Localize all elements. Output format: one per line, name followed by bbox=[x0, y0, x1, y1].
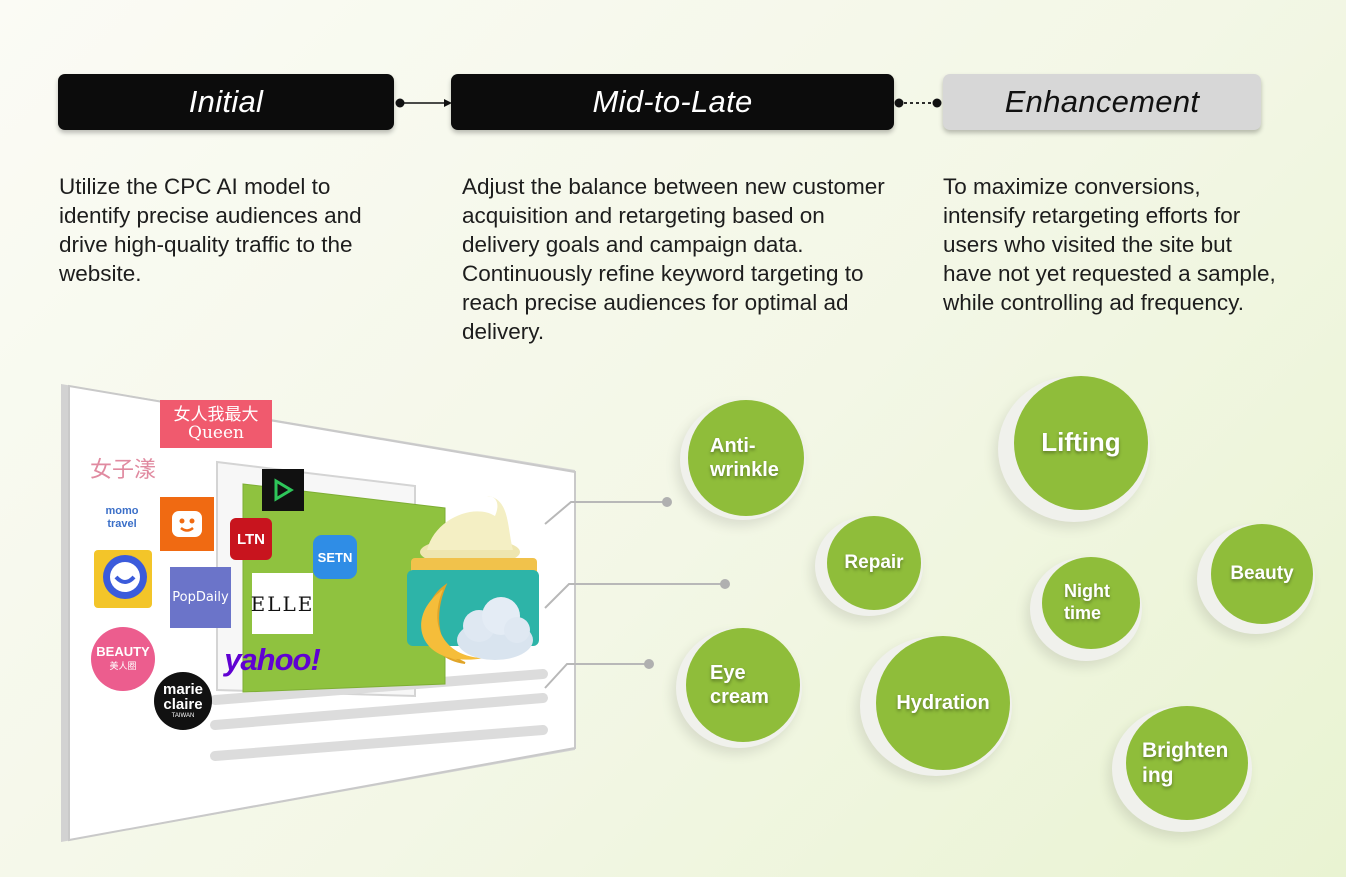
keyword-repair: Repair bbox=[827, 516, 921, 610]
keyword-eye-cream: Eye cream bbox=[686, 628, 800, 742]
keyword-bubble-repair: Repair bbox=[815, 516, 923, 616]
phase-initial-description: Utilize the CPC AI model to identify pre… bbox=[59, 174, 362, 286]
keyword-bubble-anti-wrinkle: Anti- wrinkle bbox=[680, 400, 806, 520]
chat-app-logo bbox=[94, 550, 152, 608]
phase-enhancement-label: Enhancement bbox=[1004, 84, 1200, 119]
keyword-brightening: Brighten ing bbox=[1126, 706, 1248, 820]
ltn-logo: LTN bbox=[230, 518, 272, 560]
elle-logo: ELLE bbox=[251, 573, 313, 634]
nvzi-logo: 女子漾 bbox=[89, 458, 156, 483]
beauty-logo: BEAUTY 美人圈 bbox=[91, 627, 155, 691]
keyword-bubble-lifting: Lifting bbox=[998, 376, 1150, 522]
phase-initial-label: Initial bbox=[188, 84, 264, 119]
keyword-bubble-beauty: Beauty bbox=[1197, 524, 1315, 634]
yahoo-logo: yahoo! bbox=[224, 642, 321, 677]
phase-enhancement-description: To maximize conversions, intensify retar… bbox=[943, 174, 1276, 315]
keyword-bubble-hydration: Hydration bbox=[860, 636, 1012, 776]
orange-app-logo bbox=[160, 497, 214, 551]
keyword-lifting: Lifting bbox=[1014, 376, 1148, 510]
queen-logo: 女人我最大 Queen bbox=[160, 400, 272, 448]
popdaily-logo: PopDaily bbox=[170, 567, 231, 628]
phase-mid-to-late-label: Mid-to-Late bbox=[592, 84, 753, 119]
momo-travel-logo: momo travel bbox=[105, 505, 139, 530]
setn-logo: SETN bbox=[313, 535, 357, 579]
keyword-bubble-eye-cream: Eye cream bbox=[676, 628, 802, 748]
dotted-connector bbox=[894, 98, 942, 108]
keyword-hydration: Hydration bbox=[876, 636, 1010, 770]
phase-initial: Initial bbox=[58, 74, 394, 130]
keyword-anti-wrinkle: Anti- wrinkle bbox=[688, 400, 804, 516]
keyword-bubble-night-time: Night time bbox=[1030, 557, 1142, 661]
play-logo bbox=[262, 469, 304, 511]
keyword-bubble-brightening: Brighten ing bbox=[1112, 706, 1252, 832]
keyword-night-time: Night time bbox=[1042, 557, 1140, 649]
marie-claire-logo: marie claire TAIWAN bbox=[154, 672, 212, 730]
arrow-connector bbox=[395, 98, 452, 108]
phase-enhancement: Enhancement bbox=[943, 74, 1261, 130]
phase-mid-to-late: Mid-to-Late bbox=[451, 74, 894, 130]
phase-mid-to-late-description: Adjust the balance between new customer … bbox=[462, 174, 885, 344]
keyword-beauty: Beauty bbox=[1211, 524, 1313, 624]
